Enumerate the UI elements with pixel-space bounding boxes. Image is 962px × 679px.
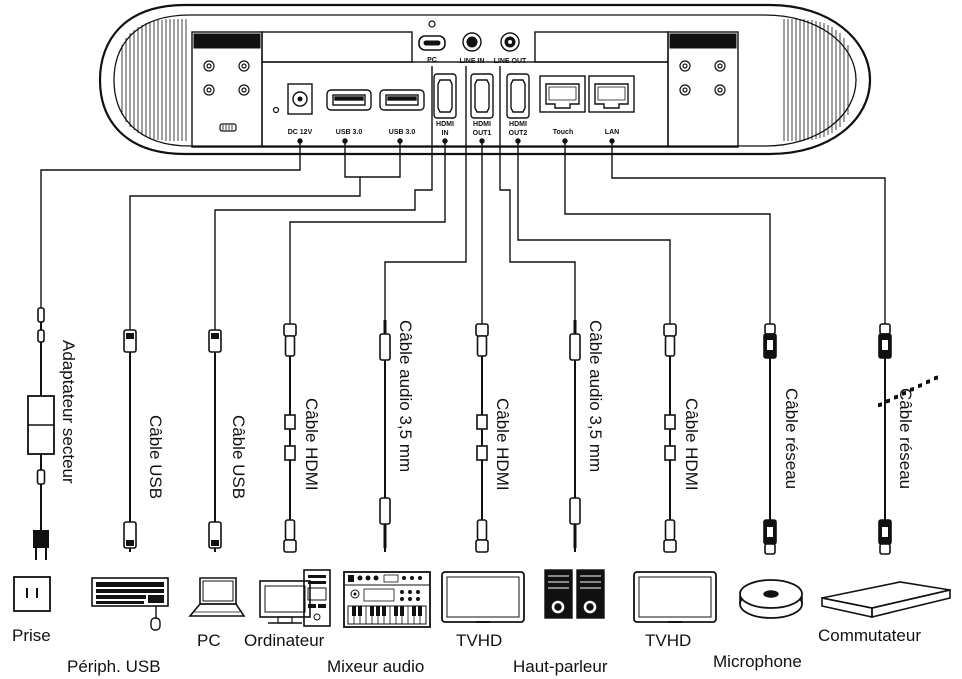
right-slot <box>534 31 669 63</box>
laptop-icon <box>188 577 246 617</box>
port-label-dc: DC 12V <box>288 129 313 136</box>
device-label-prise: Prise <box>12 626 51 645</box>
port-label-hdmi-in: HDMI <box>436 121 454 128</box>
wire-line-out <box>499 66 576 330</box>
hdmi-port-icon <box>470 73 494 119</box>
wire-usb-to-pc <box>360 141 401 178</box>
cable-label-audio-2: Câble audio 3,5 mm <box>586 320 605 472</box>
left-mount-plate <box>191 31 263 148</box>
cable-hdmi <box>283 323 297 553</box>
cable-network <box>763 323 777 555</box>
housing-outline <box>98 3 872 156</box>
cable-hdmi <box>475 323 489 553</box>
device-label-commutateur: Commutateur <box>818 626 921 645</box>
device-label-pc: PC <box>197 631 221 650</box>
cable-audio <box>379 320 391 552</box>
cable-label-usb-1: Câble USB <box>146 415 165 499</box>
cable-label-network-2: Câble réseau <box>896 388 915 489</box>
port-label-usb2: USB 3.0 <box>389 129 416 136</box>
right-speaker-grille <box>783 19 849 141</box>
wire-touch <box>564 141 771 330</box>
port-label-hdmi-out1: HDMI <box>473 121 491 128</box>
cable-network <box>878 323 892 555</box>
housing-inner-outline <box>113 14 857 147</box>
device-back-panel <box>98 3 872 156</box>
small-switch-icon <box>219 123 237 132</box>
port-panel <box>261 61 669 148</box>
tv-icon <box>633 571 717 623</box>
wire-hdmi-out2 <box>517 141 671 330</box>
audio-jack-icon <box>462 32 482 52</box>
cable-label-hdmi-3: Câble HDMI <box>682 398 701 491</box>
left-slot <box>261 31 413 63</box>
cable-label-power: Adaptateur secteur <box>59 340 78 484</box>
cable-labels: Adaptateur secteur Câble USB Câble USB C… <box>59 320 915 499</box>
cable-label-hdmi-2: Câble HDMI <box>493 398 512 491</box>
device-label-ordinateur: Ordinateur <box>244 631 325 650</box>
port-label-hdmi-out2: HDMI <box>509 121 527 128</box>
cables <box>27 307 892 560</box>
network-switch-icon <box>821 375 951 619</box>
cable-audio <box>569 320 581 552</box>
microphone-icon <box>739 579 803 619</box>
device-label-mixeur: Mixeur audio <box>327 657 424 676</box>
port-label-hdmi-in-sub: IN <box>442 130 449 137</box>
port-label-line-out: LINE OUT <box>494 58 527 65</box>
left-speaker-grille <box>121 19 187 141</box>
wire-lan <box>611 141 886 330</box>
device-label-haut-parleur: Haut-parleur <box>513 657 608 676</box>
cable-hdmi <box>663 323 677 553</box>
audio-jack-icon <box>500 32 520 52</box>
cable-label-audio-1: Câble audio 3,5 mm <box>396 320 415 472</box>
port-label-pc: PC <box>427 57 437 64</box>
device-label-tvhd-1: TVHD <box>456 631 502 650</box>
port-label-line-in: LINE IN <box>460 58 485 65</box>
right-mount-plate <box>667 31 739 148</box>
hdmi-port-icon <box>506 73 530 119</box>
usb-port-icon <box>326 89 372 111</box>
usb-c-port-icon <box>418 35 446 51</box>
speaker-icon <box>544 569 605 619</box>
usb-port-icon <box>379 89 425 111</box>
keyboard-mouse-icon <box>91 577 169 631</box>
rj45-port-icon <box>539 75 586 113</box>
dc-port-icon <box>287 83 313 115</box>
port-label-lan: LAN <box>605 129 619 136</box>
port-label-usb1: USB 3.0 <box>336 129 363 136</box>
cable-label-network-1: Câble réseau <box>782 388 801 489</box>
devices <box>13 375 951 631</box>
device-label-microphone: Microphone <box>713 652 802 671</box>
cable-label-usb-2: Câble USB <box>229 415 248 499</box>
audio-mixer-icon <box>343 571 431 628</box>
hdmi-port-icon <box>433 73 457 119</box>
port-label-touch: Touch <box>553 129 573 136</box>
cable-label-hdmi-1: Câble HDMI <box>302 398 321 491</box>
cable-usb <box>208 329 222 552</box>
device-label-usb-periph: Périph. USB <box>67 657 161 676</box>
wall-socket-icon <box>13 576 51 612</box>
wire-line-in <box>384 66 467 330</box>
rj45-port-icon <box>588 75 635 113</box>
port-label-hdmi-out1-sub: OUT1 <box>473 130 492 137</box>
port-label-hdmi-out2-sub: OUT2 <box>509 130 528 137</box>
wire-dc-to-power <box>40 141 301 308</box>
screw-icons <box>203 60 726 96</box>
device-labels: Prise Périph. USB PC Ordinateur Mixeur a… <box>12 626 921 676</box>
desktop-computer-icon <box>259 569 331 627</box>
wire-pc-usbc <box>214 66 433 330</box>
routing-wires <box>40 66 886 330</box>
cable-power <box>27 307 55 560</box>
device-label-tvhd-2: TVHD <box>645 631 691 650</box>
wire-usb-to-usb-periph <box>129 141 361 330</box>
wire-hdmi-in <box>289 141 446 330</box>
cable-usb <box>123 329 137 552</box>
tv-icon <box>441 571 525 623</box>
indicator-led-icon <box>428 20 436 28</box>
